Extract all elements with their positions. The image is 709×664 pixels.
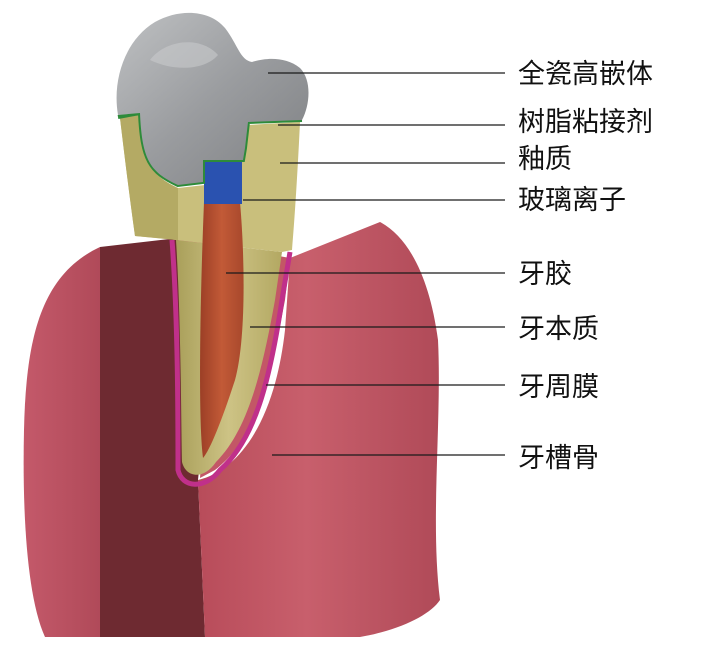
- label-pulp: 牙胶: [518, 259, 572, 290]
- label-enamel: 釉质: [518, 144, 572, 175]
- label-dentin: 牙本质: [518, 314, 599, 345]
- glass-ionomer: [204, 160, 242, 204]
- label-glass-ionomer: 玻璃离子: [518, 185, 626, 216]
- label-resin-cement: 树脂粘接剂: [518, 107, 653, 138]
- label-crown: 全瓷高嵌体: [518, 59, 653, 90]
- labels: 全瓷高嵌体 树脂粘接剂 釉质 玻璃离子 牙胶 牙本质 牙周膜 牙槽骨: [518, 59, 653, 474]
- label-periodontal-ligament: 牙周膜: [518, 372, 599, 403]
- label-alveolar-bone: 牙槽骨: [518, 443, 599, 474]
